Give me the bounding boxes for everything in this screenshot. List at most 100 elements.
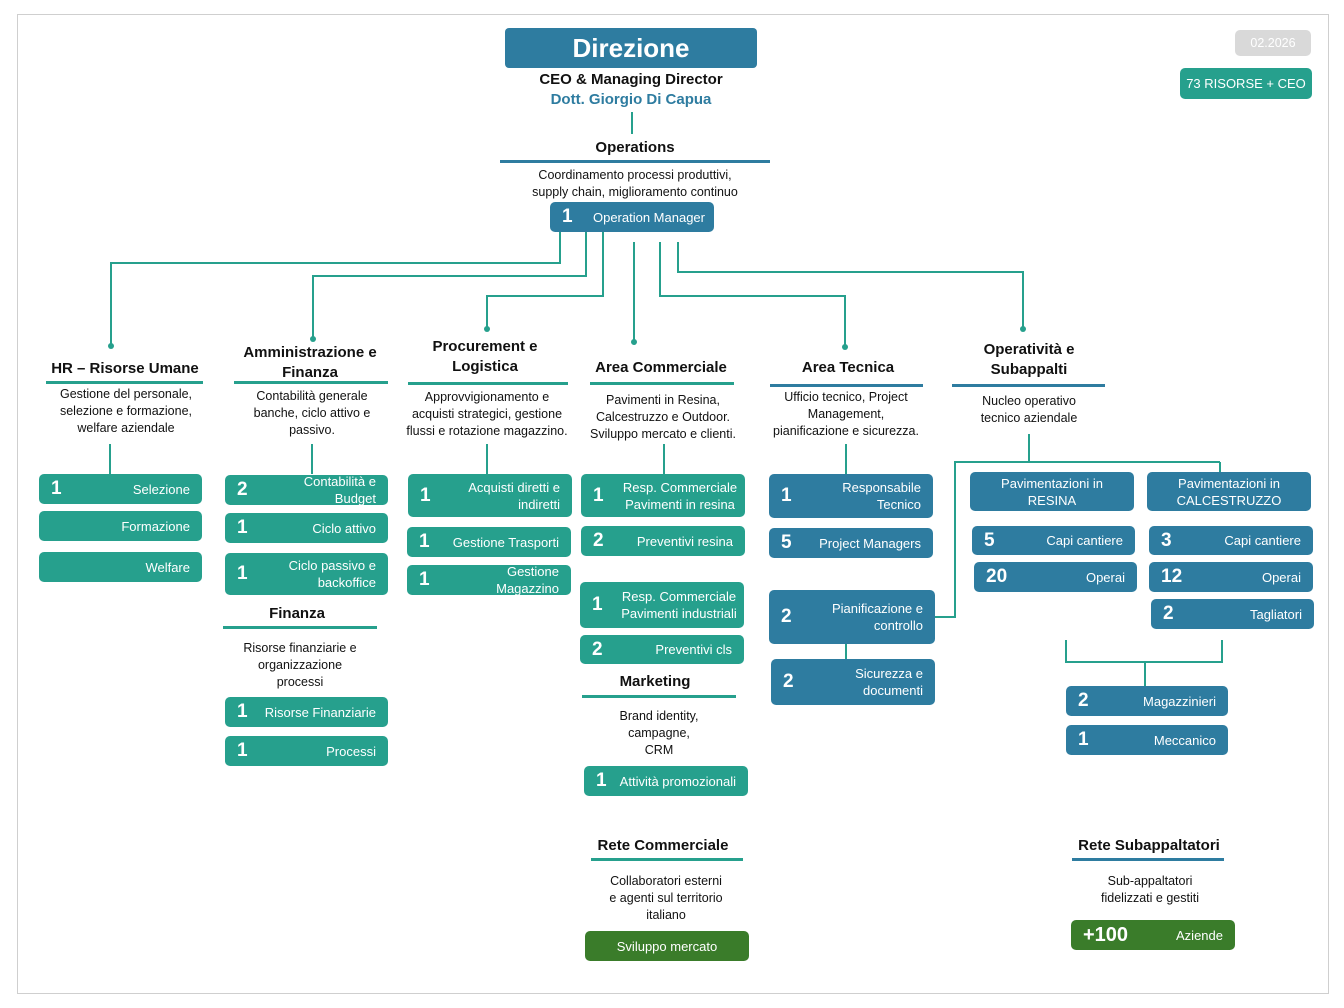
ceo-name: Dott. Giorgio Di Capua <box>550 91 712 108</box>
rete-subappaltatori-desc-1: Sub-appaltatori <box>1107 874 1193 888</box>
magazzino-box[interactable]: 1 Gestione Magazzino <box>407 564 571 596</box>
operations-desc-1: Coordinamento processi produttivi, <box>538 168 732 182</box>
pianificazione-label-1: Pianificazione e <box>831 601 923 616</box>
preventivi-cls-box[interactable]: 2 Preventivi cls <box>580 635 744 664</box>
amministrazione-title-1: Amministrazione e <box>243 344 377 361</box>
responsabile-tecnico-box[interactable]: 1 Responsabile Tecnico <box>769 474 933 518</box>
acquisti-box[interactable]: 1 Acquisti diretti e indiretti <box>408 474 572 517</box>
pianificazione-box[interactable]: 2 Pianificazione e controllo <box>769 590 935 644</box>
rete-commerciale-underline <box>591 858 743 861</box>
resina-header-box: Pavimentazioni in RESINA <box>970 472 1134 511</box>
hr-formazione-box[interactable]: Formazione <box>39 511 202 541</box>
ciclo-passivo-label: Ciclo passivo e backoffice <box>259 557 388 591</box>
amministrazione-underline <box>234 381 388 384</box>
finanza-desc-2: organizzazione <box>257 658 343 672</box>
trasporti-count: 1 <box>419 531 430 552</box>
hr-selezione-box[interactable]: 1 Selezione <box>39 474 202 504</box>
hr-desc-2: selezione e formazione, <box>59 404 193 418</box>
acquisti-label-1: Acquisti diretti e <box>468 479 560 495</box>
contabilita-budget-box[interactable]: 2 Contabilità e Budget <box>225 474 388 506</box>
resp-resina-label-2: Pavimenti in resina <box>625 496 735 512</box>
marketing-underline <box>582 695 736 698</box>
cls-header-2: CALCESTRUZZO <box>1176 492 1282 508</box>
hr-selezione-label: Selezione <box>132 481 190 497</box>
resp-industriali-label-1: Resp. Commerciale <box>621 589 737 604</box>
magazzinieri-box[interactable]: 2 Magazzinieri <box>1066 686 1228 716</box>
resp-industriali-box[interactable]: 1 Resp. Commerciale Pavimenti industrial… <box>580 582 744 628</box>
amministrazione-desc-1: Contabilità generale <box>256 389 368 403</box>
rete-commerciale-desc-2: e agenti sul territorio <box>609 891 723 905</box>
tecnica-underline <box>770 384 923 387</box>
rete-commerciale-title: Rete Commerciale <box>597 837 729 854</box>
amministrazione-title-2: Finanza <box>282 364 338 381</box>
preventivi-resina-count: 2 <box>593 530 604 551</box>
finanza-desc-3: processi <box>276 675 324 689</box>
processi-box[interactable]: 1 Processi <box>225 736 388 766</box>
resina-operai-box[interactable]: 20 Operai <box>974 562 1137 592</box>
sicurezza-label: Sicurezza e documenti <box>805 665 935 699</box>
procurement-underline <box>408 382 568 385</box>
operation-manager-box[interactable]: 1 Operation Manager <box>550 202 714 232</box>
hr-welfare-label: Welfare <box>145 559 190 575</box>
sicurezza-count: 2 <box>783 671 794 692</box>
project-managers-box[interactable]: 5 Project Managers <box>769 528 933 558</box>
operativita-title-1: Operatività e <box>983 341 1075 358</box>
cls-tagliatori-count: 2 <box>1163 603 1174 624</box>
responsabile-tecnico-count: 1 <box>781 485 792 506</box>
sicurezza-label-2: documenti <box>863 683 923 698</box>
cls-capi-box[interactable]: 3 Capi cantiere <box>1149 526 1313 555</box>
operativita-title-2: Subappalti <box>990 361 1068 378</box>
commerciale-desc-1: Pavimenti in Resina, <box>606 393 720 407</box>
hr-welfare-box[interactable]: Welfare <box>39 552 202 582</box>
responsabile-tecnico-label: Responsabile Tecnico <box>803 479 933 513</box>
resina-capi-box[interactable]: 5 Capi cantiere <box>972 526 1135 555</box>
ciclo-passivo-count: 1 <box>237 563 248 584</box>
resources-badge: 73 RISORSE + CEO <box>1180 68 1312 99</box>
ciclo-attivo-count: 1 <box>237 517 248 538</box>
procurement-title-1: Procurement e <box>432 338 538 355</box>
hr-desc-1: Gestione del personale, <box>59 387 193 401</box>
procurement-title-2: Logistica <box>452 358 518 375</box>
resina-operai-label: Operai <box>1085 569 1125 585</box>
ciclo-attivo-box[interactable]: 1 Ciclo attivo <box>225 513 388 543</box>
tecnica-desc-1: Ufficio tecnico, Project <box>784 390 908 404</box>
sicurezza-box[interactable]: 2 Sicurezza e documenti <box>771 659 935 705</box>
aziende-count: +100 <box>1083 923 1129 946</box>
processi-count: 1 <box>237 740 248 761</box>
hr-formazione-label: Formazione <box>121 518 190 534</box>
ciclo-passivo-label-2: backoffice <box>317 575 376 590</box>
contabilita-budget-label: Contabilità e Budget <box>303 474 376 506</box>
acquisti-count: 1 <box>420 484 431 506</box>
sicurezza-label-1: Sicurezza e <box>855 666 923 681</box>
meccanico-label: Meccanico <box>1153 732 1216 748</box>
acquisti-label-2: indiretti <box>518 496 560 512</box>
aziende-box[interactable]: +100 Aziende <box>1071 920 1235 950</box>
attivita-promozionali-box[interactable]: 1 Attività promozionali <box>584 766 748 796</box>
ciclo-passivo-box[interactable]: 1 Ciclo passivo e backoffice <box>225 553 388 595</box>
trasporti-box[interactable]: 1 Gestione Trasporti <box>407 527 571 557</box>
hr-underline <box>46 381 203 384</box>
tecnica-desc-2: Management, <box>807 407 885 421</box>
operations-desc-2: supply chain, miglioramento continuo <box>532 185 738 199</box>
cls-tagliatori-box[interactable]: 2 Tagliatori <box>1151 599 1314 629</box>
preventivi-resina-box[interactable]: 2 Preventivi resina <box>581 526 745 556</box>
sviluppo-mercato-button[interactable]: Sviluppo mercato <box>585 931 749 961</box>
magazzinieri-count: 2 <box>1078 690 1089 711</box>
resp-industriali-count: 1 <box>592 594 603 615</box>
rete-subappaltatori-desc-2: fidelizzati e gestiti <box>1101 891 1199 905</box>
commerciale-title: Area Commerciale <box>595 359 727 376</box>
processi-label: Processi <box>326 743 376 759</box>
responsabile-tecnico-label-1: Responsabile <box>842 480 921 495</box>
resina-header-1: Pavimentazioni in <box>1001 475 1103 491</box>
magazzino-label: Gestione Magazzino <box>496 564 559 596</box>
meccanico-box[interactable]: 1 Meccanico <box>1066 725 1228 755</box>
project-managers-label: Project Managers <box>819 535 921 551</box>
resp-resina-box[interactable]: 1 Resp. Commerciale Pavimenti in resina <box>581 474 745 517</box>
acquisti-label: Acquisti diretti e indiretti <box>442 479 572 513</box>
cls-operai-box[interactable]: 12 Operai <box>1149 562 1313 592</box>
direzione-title: Direzione <box>572 32 690 63</box>
marketing-title: Marketing <box>619 673 691 690</box>
ciclo-attivo-label: Ciclo attivo <box>312 520 376 536</box>
risorse-finanziarie-box[interactable]: 1 Risorse Finanziarie <box>225 697 388 727</box>
pianificazione-label: Pianificazione e controllo <box>803 600 935 634</box>
